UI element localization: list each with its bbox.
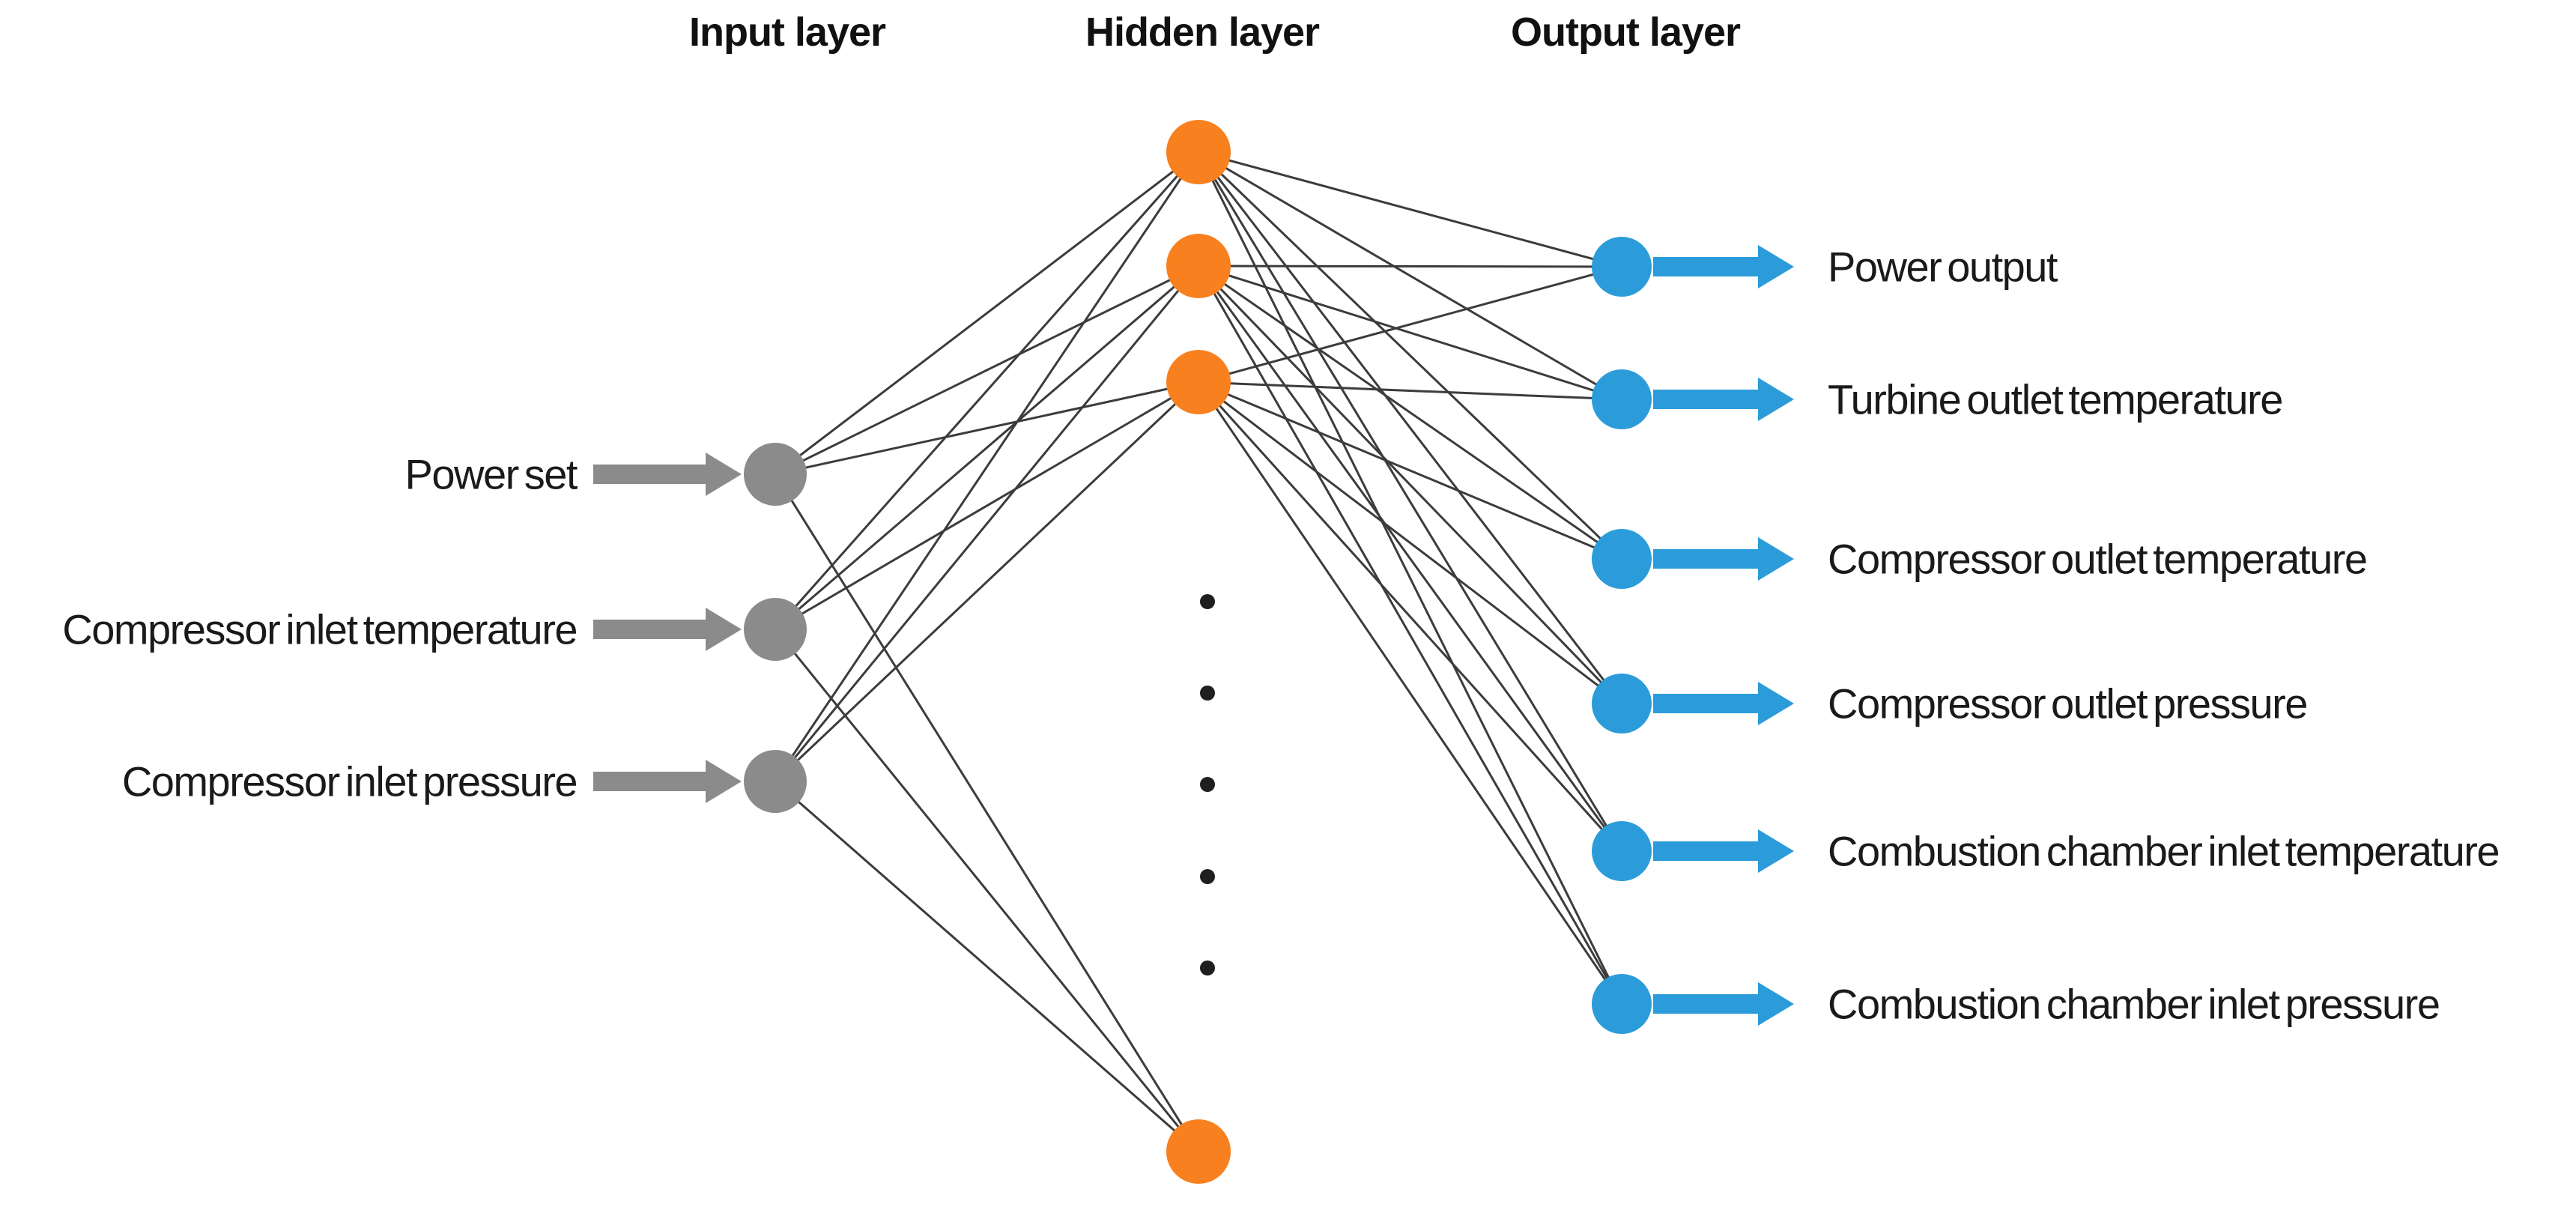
output-node (1592, 974, 1652, 1034)
output-layer-title: Output layer (1510, 10, 1741, 55)
input-node (744, 598, 807, 661)
output-arrow (1653, 537, 1794, 581)
output-node-label: Combustion chamber inlet temperature (1828, 828, 2499, 875)
edge-hidden-output (1197, 381, 1623, 1005)
input-node-label: Compressor inlet temperature (62, 606, 577, 653)
hidden-node (1166, 1119, 1231, 1184)
edge-hidden-output (1198, 381, 1622, 705)
edge-input-hidden (775, 381, 1199, 476)
edge-input-hidden (774, 265, 1200, 782)
output-node-label: Turbine outlet temperature (1828, 376, 2282, 423)
edge-input-hidden (774, 629, 1200, 1152)
edge-hidden-output (1198, 264, 1622, 268)
nodes-group (744, 120, 1652, 1184)
edge-hidden-output (1198, 151, 1622, 401)
ellipsis-dot (1200, 869, 1215, 884)
ellipsis-dot (1200, 594, 1215, 609)
input-arrow (593, 608, 742, 651)
edge-hidden-output (1197, 381, 1623, 853)
output-node (1592, 369, 1652, 429)
edge-input-hidden (774, 151, 1200, 630)
output-node-label: Compressor outlet pressure (1828, 680, 2307, 727)
edge-input-hidden (775, 264, 1199, 631)
edge-hidden-output (1197, 265, 1623, 1005)
edge-hidden-output (1198, 151, 1622, 268)
edge-input-hidden (775, 151, 1199, 476)
output-node-label: Compressor outlet temperature (1828, 536, 2367, 583)
output-node (1592, 237, 1652, 297)
hidden-node (1166, 120, 1231, 184)
edge-hidden-output (1198, 265, 1622, 384)
ellipsis-dot (1200, 961, 1215, 975)
input-arrow (593, 453, 742, 496)
hidden-node (1166, 234, 1231, 298)
input-node-label: Power set (405, 451, 578, 498)
input-node (744, 443, 807, 506)
output-node (1592, 821, 1652, 881)
ellipsis-dot (1200, 686, 1215, 701)
output-arrow (1653, 682, 1794, 725)
edge-hidden-output (1198, 264, 1622, 560)
hidden-node (1166, 350, 1231, 414)
output-node (1592, 529, 1652, 589)
edge-input-hidden (775, 780, 1199, 1153)
edge-input-hidden (774, 381, 1200, 783)
output-node-label: Combustion chamber inlet pressure (1828, 981, 2439, 1028)
ellipsis-dot (1200, 777, 1215, 792)
edge-hidden-output (1198, 264, 1622, 401)
input-layer-title: Input layer (688, 10, 886, 55)
edge-hidden-output (1197, 264, 1623, 705)
arrows-group (593, 245, 1794, 1026)
edge-hidden-output (1197, 151, 1623, 852)
output-arrow (1653, 829, 1794, 873)
output-node (1592, 674, 1652, 733)
output-arrow (1653, 378, 1794, 421)
input-node-label: Compressor inlet pressure (122, 758, 577, 805)
edge-hidden-output (1197, 151, 1623, 704)
edges-group (774, 151, 1623, 1153)
output-node-label: Power output (1828, 243, 2058, 291)
hidden-layer-title: Hidden layer (1085, 10, 1320, 55)
input-arrow (593, 760, 742, 803)
edge-hidden-output (1198, 381, 1622, 401)
output-arrow (1653, 982, 1794, 1026)
edge-hidden-output (1197, 151, 1623, 1005)
output-arrow (1653, 245, 1794, 288)
edge-hidden-output (1197, 265, 1623, 852)
edge-input-hidden (775, 264, 1199, 476)
dots-group (1200, 594, 1215, 975)
edge-input-hidden (774, 151, 1200, 782)
input-node (744, 750, 807, 813)
edge-input-hidden (775, 381, 1199, 631)
edge-hidden-output (1198, 381, 1622, 560)
edge-hidden-output (1197, 151, 1623, 560)
